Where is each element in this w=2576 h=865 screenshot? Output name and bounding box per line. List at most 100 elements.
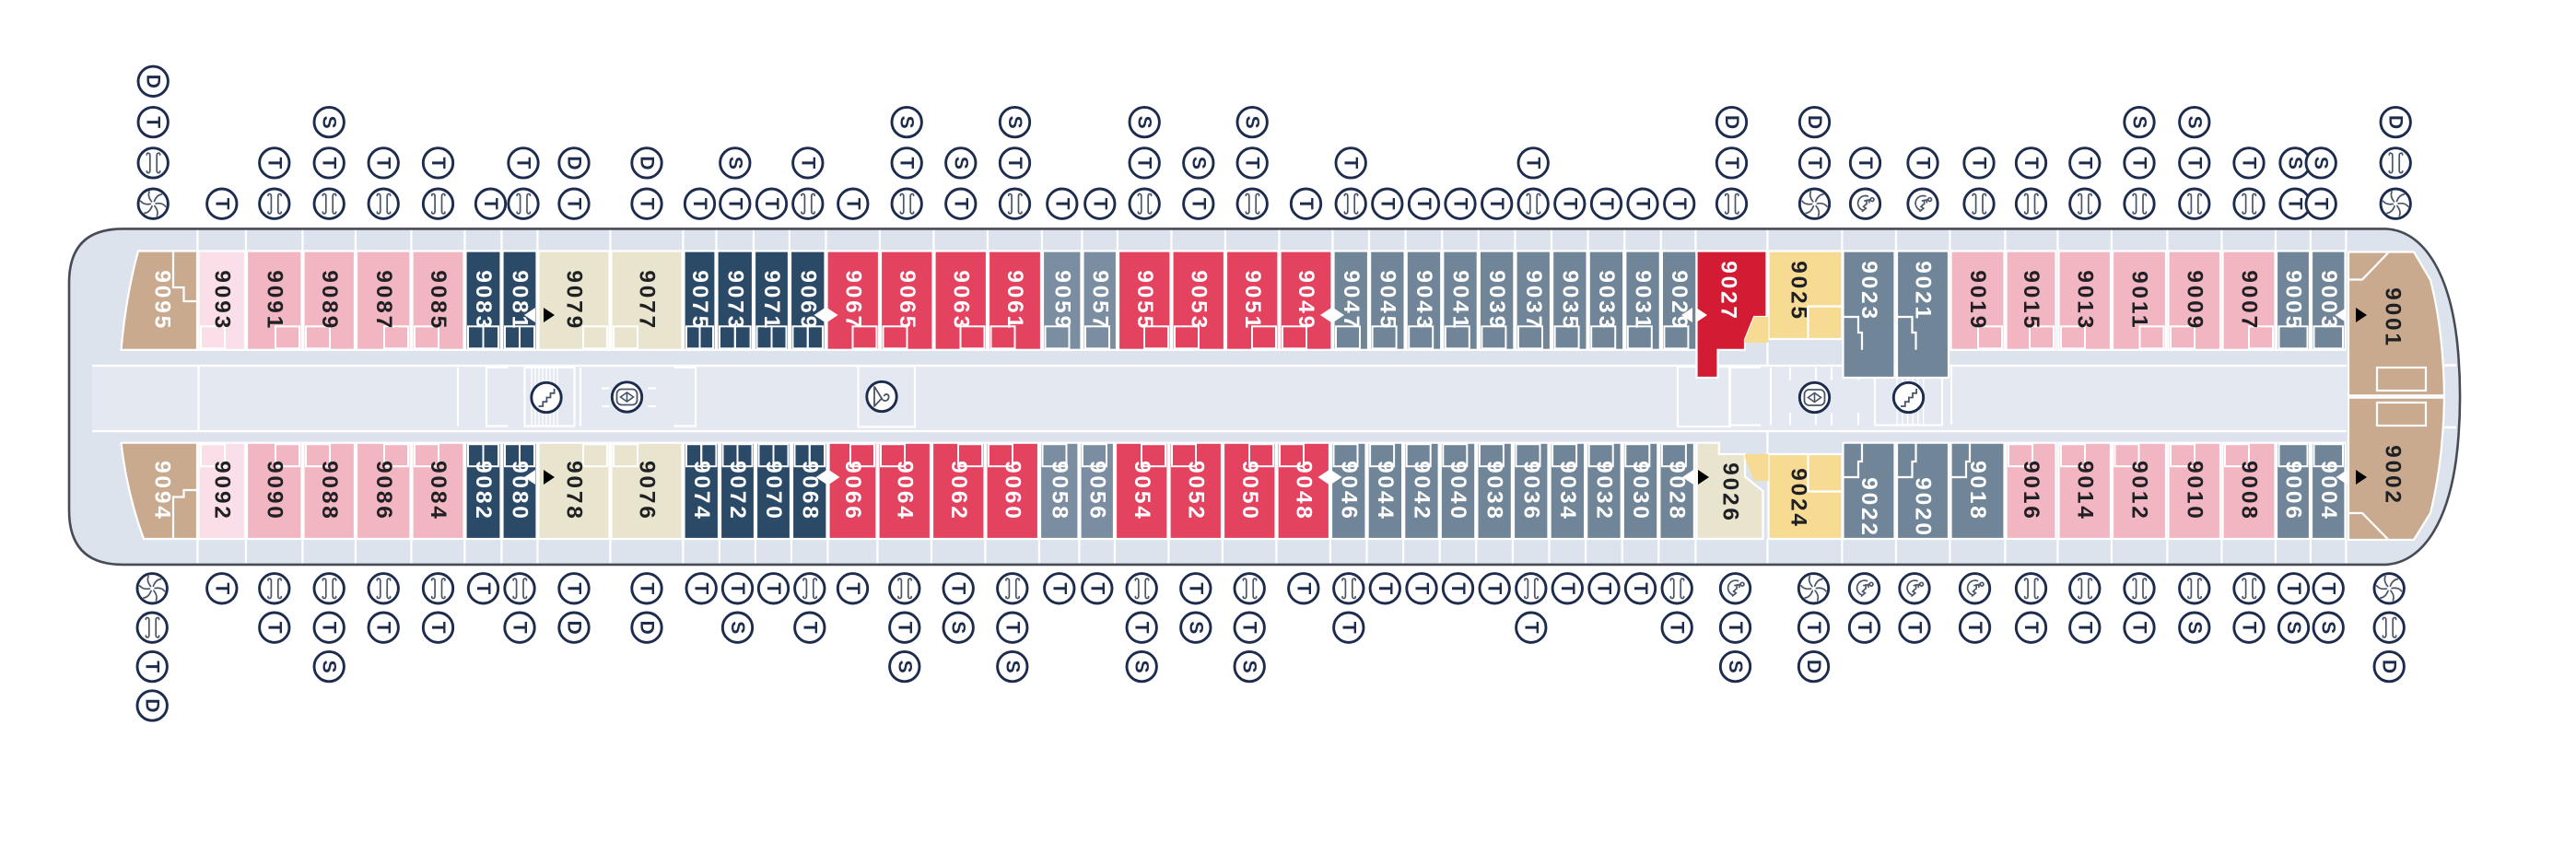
svg-text:T: T [2311,198,2332,210]
svg-text:9027: 9027 [1716,261,1741,321]
svg-text:9054: 9054 [1130,461,1154,521]
svg-text:S: S [1242,116,1263,129]
svg-text:9009: 9009 [2182,270,2207,331]
svg-text:9032: 9032 [1591,461,1616,521]
svg-text:T: T [1486,198,1507,210]
svg-text:S: S [2318,621,2339,634]
svg-text:9008: 9008 [2237,461,2262,521]
svg-text:9041: 9041 [1448,270,1473,331]
svg-text:9016: 9016 [2019,461,2043,521]
svg-text:9020: 9020 [1911,477,1936,538]
svg-text:9033: 9033 [1594,270,1619,331]
svg-text:9025: 9025 [1786,261,1811,321]
svg-text:T: T [1089,198,1110,210]
svg-text:T: T [263,622,285,634]
svg-text:T: T [797,157,818,169]
svg-text:T: T [513,157,534,169]
svg-text:T: T [1376,198,1398,210]
svg-text:9089: 9089 [317,270,342,331]
svg-text:T: T [564,582,585,594]
svg-text:T: T [1667,622,1688,634]
svg-text:T: T [1669,198,1690,210]
svg-text:T: T [373,157,394,169]
svg-text:9022: 9022 [1856,477,1881,538]
svg-text:T: T [1523,157,1544,169]
svg-text:9087: 9087 [371,270,396,331]
svg-text:9092: 9092 [209,461,234,521]
svg-text:9062: 9062 [946,461,971,521]
svg-text:T: T [211,198,232,210]
svg-text:D: D [2385,115,2406,129]
svg-text:T: T [1596,198,1617,210]
svg-text:T: T [143,116,164,128]
svg-text:T: T [1964,622,1985,634]
svg-text:9093: 9093 [209,270,234,331]
svg-text:D: D [1721,115,1742,129]
svg-text:S: S [1131,660,1153,673]
svg-text:9053: 9053 [1186,270,1211,331]
svg-text:9002: 9002 [2381,445,2406,506]
svg-text:9075: 9075 [687,270,712,331]
svg-text:T: T [1969,157,1990,169]
svg-text:9056: 9056 [1084,461,1109,521]
svg-text:D: D [637,621,658,635]
svg-text:S: S [1134,116,1155,129]
svg-text:T: T [1001,622,1023,634]
svg-text:T: T [1854,622,1875,634]
svg-text:T: T [509,622,531,634]
svg-text:S: S [1188,157,1209,169]
svg-text:S: S [948,621,969,634]
svg-text:9055: 9055 [1132,270,1157,331]
svg-text:9028: 9028 [1665,461,1690,521]
svg-text:T: T [1630,582,1651,594]
svg-text:T: T [373,622,394,634]
svg-text:T: T [2239,622,2260,634]
svg-text:T: T [2020,157,2042,169]
svg-text:9095: 9095 [150,270,175,331]
svg-text:9052: 9052 [1183,461,1208,521]
svg-text:9078: 9078 [562,461,587,521]
svg-text:T: T [763,582,784,594]
svg-text:9047: 9047 [1339,270,1364,331]
svg-text:T: T [724,198,745,210]
svg-text:9081: 9081 [508,270,533,331]
svg-text:T: T [1803,622,1824,634]
svg-text:T: T [1341,157,1362,169]
svg-text:D: D [637,156,658,169]
svg-text:T: T [637,198,658,210]
svg-text:T: T [1295,198,1317,210]
svg-text:T: T [2074,157,2095,169]
svg-text:9018: 9018 [1965,461,1990,521]
svg-text:9007: 9007 [2237,270,2262,331]
svg-text:T: T [1242,157,1263,169]
svg-text:9068: 9068 [797,461,822,521]
svg-text:9029: 9029 [1667,270,1692,331]
svg-text:9019: 9019 [1965,270,1990,331]
svg-text:9071: 9071 [759,270,784,331]
svg-text:9051: 9051 [1240,270,1265,331]
svg-text:T: T [1131,622,1153,634]
svg-text:9059: 9059 [1049,270,1074,331]
svg-text:T: T [2239,157,2260,169]
svg-text:9079: 9079 [562,270,587,331]
svg-text:9060: 9060 [1000,461,1025,521]
svg-text:9045: 9045 [1375,270,1399,331]
svg-text:D: D [142,698,163,712]
svg-text:9010: 9010 [2182,461,2207,521]
svg-text:T: T [1004,157,1025,169]
svg-text:T: T [1411,582,1433,594]
svg-text:S: S [727,621,748,634]
svg-text:9030: 9030 [1628,461,1653,521]
svg-text:T: T [1721,157,1742,169]
svg-text:9042: 9042 [1409,461,1434,521]
svg-text:T: T [473,582,494,594]
svg-text:9046: 9046 [1336,461,1361,521]
svg-text:T: T [427,157,449,169]
svg-text:T: T [564,198,585,210]
svg-text:9039: 9039 [1484,270,1509,331]
svg-text:T: T [2283,582,2304,594]
svg-text:S: S [1725,660,1746,673]
svg-text:T: T [1048,582,1070,594]
svg-text:T: T [894,622,915,634]
svg-text:9044: 9044 [1373,461,1398,521]
